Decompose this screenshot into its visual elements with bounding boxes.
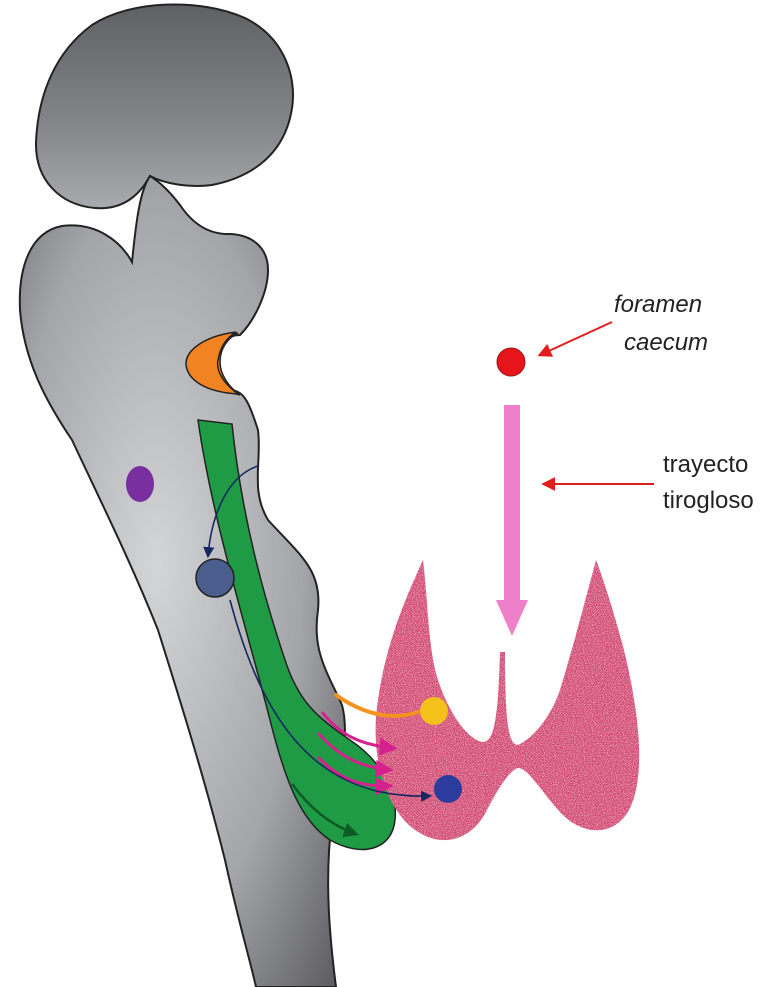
embryo-body (20, 176, 345, 987)
foramen-label-line1: foramen (614, 291, 702, 318)
purple-dot (126, 466, 154, 502)
foramen-caecum-dot (497, 348, 525, 376)
thin-arrow-icon (540, 322, 612, 355)
inner-blue-dot (434, 775, 462, 803)
tract-label-line2: tirogloso (663, 487, 754, 514)
embryo-head (36, 4, 293, 208)
tract-arrow-icon (496, 600, 528, 636)
tract-shaft (504, 405, 520, 601)
blue-dot (196, 559, 234, 597)
tract-label-line1: trayecto (663, 451, 748, 478)
yellow-dot (420, 697, 448, 725)
foramen-label-line2: caecum (624, 329, 708, 356)
